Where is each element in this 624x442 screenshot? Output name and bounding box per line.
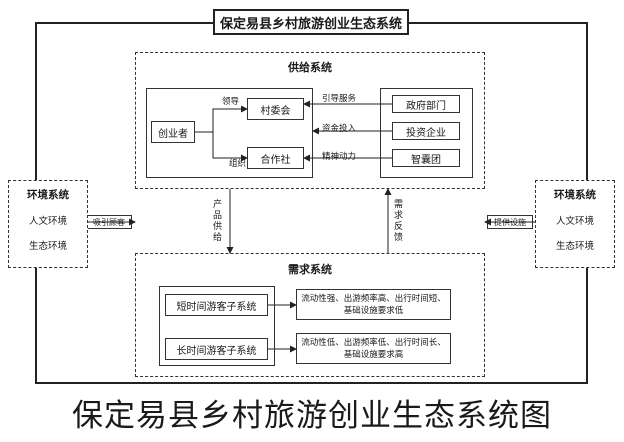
env-right-title: 环境系统 [554,189,596,201]
env-left-title: 环境系统 [27,189,69,201]
attract-customers-tag: 吸引顾客 [86,215,132,229]
long-tourist-subsystem: 长时间游客子系统 [165,338,268,360]
env-system-right [535,180,615,268]
long-tourist-desc: 流动性低、出游频率低、出行时间长、基础设施要求高 [296,333,451,364]
diagram-title: 保定易县乡村旅游创业生态系统 [213,9,409,35]
env-right-ecology: 生态环境 [555,241,594,252]
figure-caption: 保定易县乡村旅游创业生态系统图 [72,398,552,434]
short-tourist-subsystem: 短时间游客子系统 [165,294,268,316]
organize-label: 组织 [229,159,247,169]
entrepreneur-node: 创业者 [151,121,195,143]
lead-label: 领导 [222,97,240,107]
think-tank-node: 智囊团 [392,149,460,167]
demand-feedback-label: 需求反馈 [393,200,403,243]
government-node: 政府部门 [392,95,460,113]
demand-system-title: 需求系统 [288,263,332,276]
village-committee-node: 村委会 [247,98,304,120]
short-tourist-desc: 流动性强、出游频率高、出行时间短、基础设施要求低 [296,289,451,320]
investment-node: 投资企业 [392,122,460,140]
guide-service-label: 引导服务 [322,94,357,104]
env-left-ecology: 生态环境 [28,241,67,252]
fund-input-label: 资金投入 [322,124,357,134]
provide-facilities-tag: 提供设施 [487,215,533,229]
env-left-humanity: 人文环境 [28,216,67,227]
spirit-power-label: 精神动力 [322,152,357,162]
env-system-left [8,180,88,268]
supply-system-title: 供给系统 [288,61,332,74]
env-right-humanity: 人文环境 [555,216,594,227]
product-supply-label: 产品供给 [212,200,222,243]
cooperative-node: 合作社 [247,147,304,169]
